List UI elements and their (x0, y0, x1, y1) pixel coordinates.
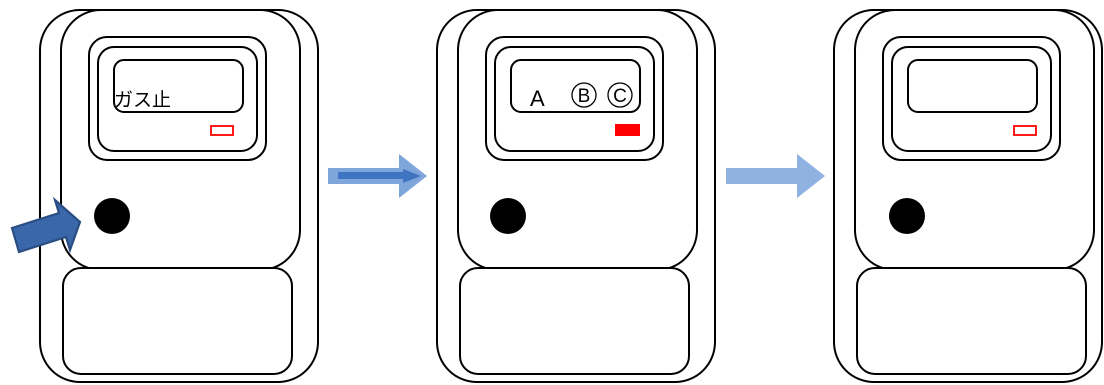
meter-lcd-text: ガス止 (114, 89, 171, 111)
indicator-lamp-on (615, 124, 640, 136)
svg-text:B: B (578, 86, 591, 107)
restore-button-icon[interactable] (490, 198, 526, 234)
restore-button-icon[interactable] (94, 198, 130, 234)
meter-lcd-screen (907, 59, 1038, 113)
svg-text:C: C (613, 86, 627, 107)
meter-lower-panel (62, 267, 293, 375)
lcd-letter-c-circled: C (607, 82, 633, 108)
lcd-letter-b-circled: B (571, 82, 597, 108)
right-arrow-icon (328, 154, 427, 198)
gas-meter-1: ガス止 (39, 9, 319, 383)
meter-lower-panel (459, 267, 690, 375)
restore-button-icon[interactable] (889, 198, 925, 234)
gas-meter-3 (833, 9, 1103, 383)
gas-meter-2: A B C (436, 9, 716, 383)
indicator-lamp-off (1013, 125, 1037, 136)
indicator-lamp-off (210, 125, 234, 136)
press-arrow-icon (10, 196, 82, 254)
meter-lcd-screen (113, 59, 244, 113)
lcd-letter-a: A (530, 86, 545, 111)
meter-lower-panel (856, 267, 1087, 375)
right-arrow-icon (726, 154, 825, 198)
